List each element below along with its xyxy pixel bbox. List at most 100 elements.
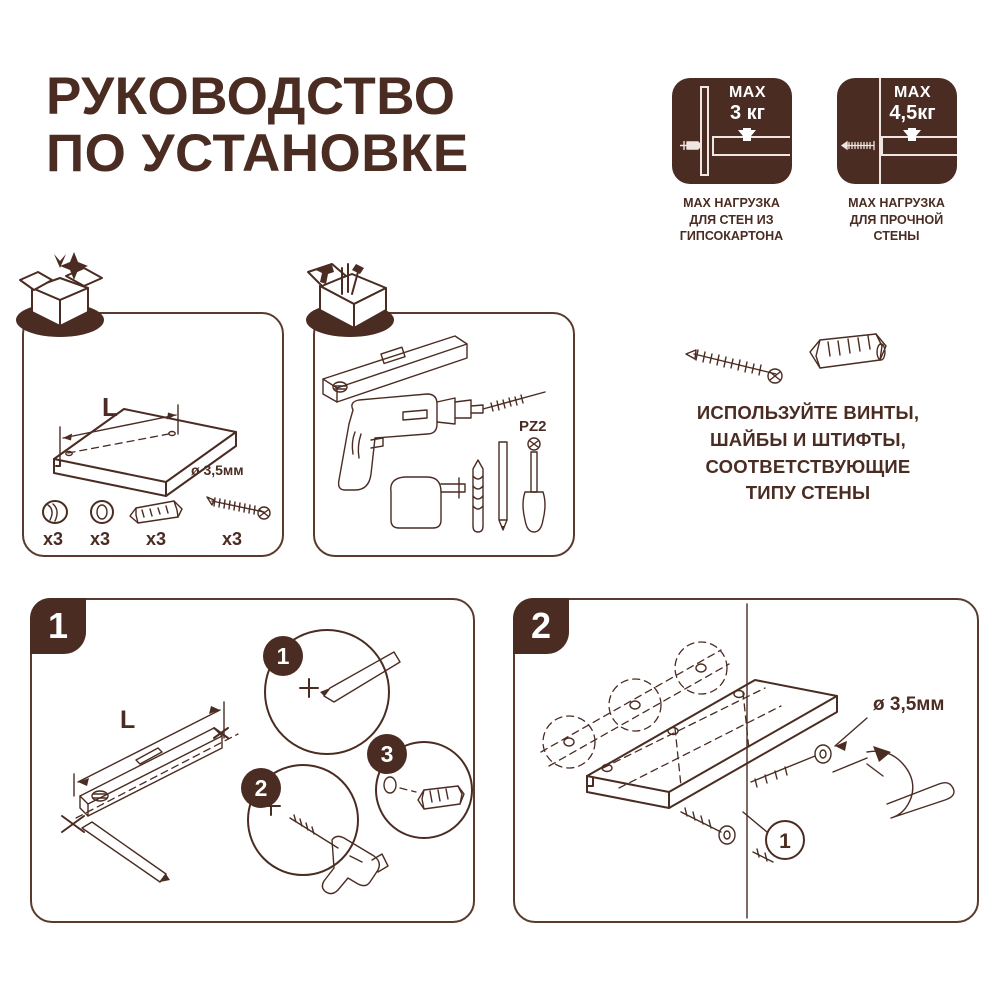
load-badge-drywall: MAX 3 кг MAX НАГРУЗКА ДЛЯ СТЕН ИЗ ГИПСОК… [660,78,803,245]
fasteners-art [685,333,887,384]
note-line-3: СООТВЕТСТВУЮЩИЕ [705,455,911,477]
shelf-holes [65,430,176,457]
washer-icon [814,744,832,764]
drilled-hole-icon [383,776,397,794]
shelf-hole-axis [67,432,175,454]
load-capacity-badges: MAX 3 кг MAX НАГРУЗКА ДЛЯ СТЕН ИЗ ГИПСОК… [660,78,970,245]
step-2-panel: 2 [513,598,979,923]
badge-caption-drywall: MAX НАГРУЗКА ДЛЯ СТЕН ИЗ ГИПСОКАРТОНА [680,195,783,245]
substep-1-circle: 1 [263,629,401,755]
shelf-icon [586,679,838,809]
drywall-wall-icon [699,86,709,176]
part-qty-cap: x3 [43,529,63,549]
length-dimension: L [73,701,225,797]
badge-max-value: 3 кг [729,102,766,124]
step-number-badge: 2 [513,598,569,654]
title-line-2: ПО УСТАНОВКЕ [46,124,469,184]
washer-icon [718,825,736,845]
substep-2-circle: 2 [241,764,389,895]
badge-text-solid: MAX 4,5кг [877,84,949,125]
screw-diameter-label: ø 3,5мм [873,694,944,715]
part-dowel-icon [129,500,183,524]
shelf-hidden-lines [602,687,782,789]
note-line-2: ШАЙБЫ И ШТИФТЫ, [709,428,907,450]
tape-measure-icon [390,476,466,529]
length-dimension: L [59,392,179,460]
part-washer-icon [90,500,114,524]
step-number-badge: 1 [30,598,86,654]
screw-icon [685,349,783,384]
caption-line-1: MAX НАГРУЗКА [683,196,780,210]
alignment-guide [75,733,239,819]
screwdriver-icon [832,746,955,819]
title-line-1: РУКОВОДСТВО [46,67,456,126]
substep-number: 2 [255,775,268,801]
mark-cross [61,815,85,833]
drill-bit-icon [472,459,484,533]
dowel-icon [417,785,465,810]
badge-tile-drywall: MAX 3 кг [671,78,792,184]
part-qty-dowel: x3 [146,529,166,549]
note-line-4: ТИПУ СТЕНЫ [745,482,871,504]
caption-line-1: MAX НАГРУЗКА [848,196,945,210]
pencil-icon [81,821,170,883]
step-1-art: L [61,629,473,895]
level-icon [322,335,468,403]
page-title: РУКОВОДСТВО ПО УСТАНОВКЕ [46,67,566,184]
open-box-icon [16,252,104,337]
substep-3-circle: 3 [367,734,473,839]
note-line-1: ИСПОЛЬЗУЙТЕ ВИНТЫ, [696,402,920,423]
tools-panel: PZ2 [313,312,575,557]
step-2-art: ø 3,5мм 1 [540,603,955,919]
part-qty-washer: x3 [90,529,110,549]
shelf-icon [53,408,237,497]
drill-icon [289,814,389,895]
part-screw-icon [206,496,271,520]
shelf-holes [601,689,745,773]
pencil-icon [320,651,401,703]
badge-caption-solid: MAX НАГРУЗКА ДЛЯ ПРОЧНОЙ СТЕНЫ [848,195,945,245]
callout-1: 1 [742,811,805,860]
caption-line-3: ГИПСОКАРТОНА [679,229,784,243]
wall-plug-icon [679,141,701,150]
dowel-icon [809,333,887,369]
level-icon [79,727,223,817]
callout-number: 1 [779,830,791,853]
drill-icon [337,391,546,491]
wall-anchors [542,641,728,769]
down-arrow-icon [902,128,921,141]
screw-diameter-label: ø 3,5мм [191,462,244,478]
screw-assembly [680,744,832,863]
parts-panel: L ø 3,5мм [22,312,284,557]
step-1-panel: 1 L [30,598,475,923]
parts-panel-art: L ø 3,5мм [42,392,271,549]
caption-line-3: СТЕНЫ [873,229,920,243]
badge-tile-solid: MAX 4,5кг [836,78,957,184]
part-qty-screw: x3 [222,529,242,549]
anchor-axis [540,649,722,753]
badge-max-word: MAX [893,84,932,101]
badge-max-value: 4,5кг [889,102,936,124]
bit-type-label: PZ2 [519,418,547,435]
caption-line-2: ДЛЯ СТЕН ИЗ [689,212,774,227]
solid-wall-icon [837,78,881,184]
mark-cross [213,727,229,739]
down-arrow-icon [737,128,756,141]
part-cap-icon [42,500,68,524]
screw-diameter-callout: ø 3,5мм [834,694,944,751]
screw-icon [840,140,875,151]
anchor-axis [548,663,730,767]
tools-panel-art: PZ2 [322,335,547,533]
badge-max-word: MAX [728,84,767,101]
dimension-label-L: L [102,392,118,422]
caption-line-2: ДЛЯ ПРОЧНОЙ [849,212,944,227]
fasteners-note: ИСПОЛЬЗУЙТЕ ВИНТЫ, ШАЙБЫ И ШТИФТЫ, СООТВ… [628,400,988,507]
badge-text-drywall: MAX 3 кг [712,84,784,125]
substep-number: 1 [277,643,290,669]
pencil-icon [498,441,508,531]
substep-number: 3 [381,741,394,767]
dimension-label-L: L [120,706,135,734]
load-badge-solid: MAX 4,5кг MAX НАГРУЗКА ДЛЯ ПРОЧНОЙ СТЕНЫ [825,78,968,245]
screwdriver-icon [522,437,546,533]
